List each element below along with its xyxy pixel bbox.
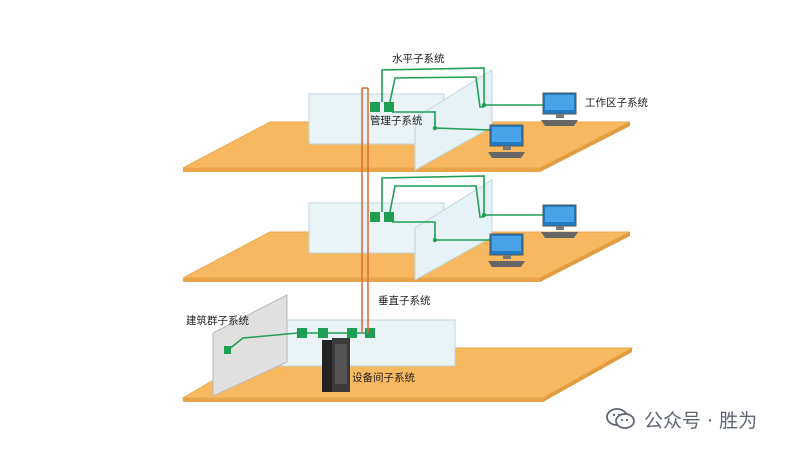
floor-2-horizontal-cable bbox=[381, 175, 545, 216]
floor-1-patch-panel-b bbox=[384, 102, 394, 112]
floor-1-horizontal-cable bbox=[381, 67, 545, 106]
floor-1-outlet bbox=[481, 102, 487, 108]
campus-wall bbox=[212, 294, 288, 397]
floor-1-horizontal-cable-b bbox=[389, 76, 484, 108]
floor-3-patch-panel-d bbox=[365, 328, 375, 338]
floor-3 bbox=[181, 294, 634, 402]
watermark-text: 公众号 · 胜为 bbox=[644, 409, 758, 432]
floor-2-outlet bbox=[481, 212, 487, 218]
floor-1-patch-panel bbox=[370, 102, 380, 112]
vertical-subsystem-label: 垂直子系统 bbox=[378, 294, 431, 307]
floor-1 bbox=[182, 67, 631, 172]
floor-3-slab-side bbox=[543, 348, 632, 402]
vertical-riser bbox=[361, 87, 369, 333]
admin-subsystem-label: 管理子系统 bbox=[370, 114, 423, 127]
workarea-subsystem-label: 工作区子系统 bbox=[585, 96, 648, 109]
floor-2-computer-a bbox=[541, 204, 578, 238]
floor-2-outlet-b bbox=[432, 237, 438, 243]
floor-2-patch-panel bbox=[370, 212, 380, 222]
floor-1-drop-cable bbox=[392, 111, 491, 131]
floor-3-patch-panel-c bbox=[347, 328, 357, 338]
floor-3-patch-panel-b bbox=[318, 328, 328, 338]
watermark: 公众号 · 胜为 bbox=[606, 404, 757, 434]
floor-3-patch-panel-a bbox=[297, 328, 307, 338]
horizontal-subsystem-label: 水平子系统 bbox=[392, 52, 445, 65]
floor-1-outlet-b bbox=[432, 125, 438, 131]
floor-2 bbox=[182, 175, 631, 282]
floor-2-slab-side bbox=[540, 232, 630, 282]
campus-subsystem-label: 建筑群子系统 bbox=[186, 314, 249, 327]
floor-2-computer-b bbox=[488, 233, 525, 267]
wechat-icon bbox=[606, 408, 635, 429]
floor-1-computer-a bbox=[541, 92, 578, 126]
floor-3-slab-edge bbox=[183, 398, 543, 402]
floor-2-drop-cable bbox=[392, 221, 490, 241]
floor-2-horizontal-cable-b bbox=[389, 185, 484, 218]
equipment-rack bbox=[322, 338, 350, 392]
campus-patch-panel bbox=[224, 346, 231, 354]
floor-1-slab-side bbox=[540, 122, 630, 172]
floor-2-patch-panel-b bbox=[384, 212, 394, 222]
campus-backbone-cable bbox=[227, 332, 299, 351]
floor-1-computer-b bbox=[488, 124, 525, 158]
equipment-subsystem-label: 设备间子系统 bbox=[352, 371, 415, 384]
